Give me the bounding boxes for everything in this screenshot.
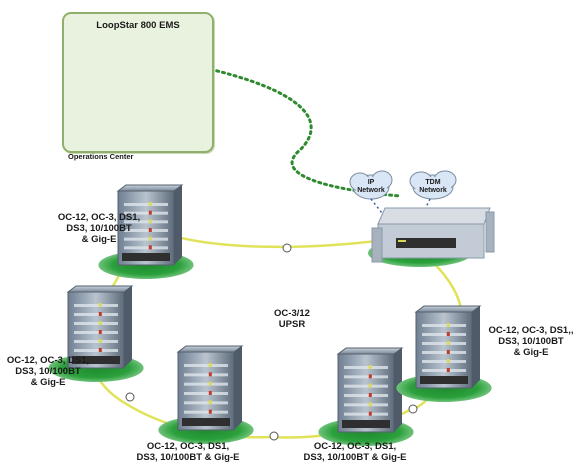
- ems-panel: LoopStar 800 EMS: [62, 12, 214, 153]
- ring-label: OC-3/12 UPSR: [274, 308, 310, 330]
- central-office-icon: [368, 207, 495, 267]
- operations-center-label: Operations Center: [68, 152, 134, 161]
- tower-left-icon: [48, 285, 144, 382]
- tower-bottom-right-icon: [318, 347, 414, 446]
- tdm-network-cloud: [409, 170, 457, 200]
- node-label-bottom-left: OC-12, OC-3, DS1, DS3, 10/100BT & Gig-E: [136, 441, 240, 463]
- tower-top-icon: [98, 184, 194, 279]
- ems-title: LoopStar 800 EMS: [96, 20, 180, 31]
- ring-markers: [125, 243, 418, 441]
- ems-link-dotted: [203, 66, 402, 198]
- ring-marker: [269, 431, 279, 441]
- ip-network-cloud: [349, 170, 393, 200]
- node-label-right: OC-12, OC-3, DS1,, DS3, 10/100BT & Gig-E: [488, 325, 574, 358]
- node-label-bottom-right: OC-12, OC-3, DS1, DS3, 10/100BT & Gig-E: [303, 441, 407, 463]
- ring-marker: [125, 392, 135, 402]
- ring-marker: [282, 243, 292, 253]
- ring-marker: [408, 404, 418, 414]
- tower-right-icon: [396, 305, 492, 402]
- tower-bottom-left-icon: [158, 345, 254, 444]
- node-label-left: OC-12, OC-3, DS1, DS3, 10/100BT & Gig-E: [6, 355, 90, 388]
- node-label-top: OC-12, OC-3, DS1, DS3, 10/100BT & Gig-E: [57, 212, 141, 245]
